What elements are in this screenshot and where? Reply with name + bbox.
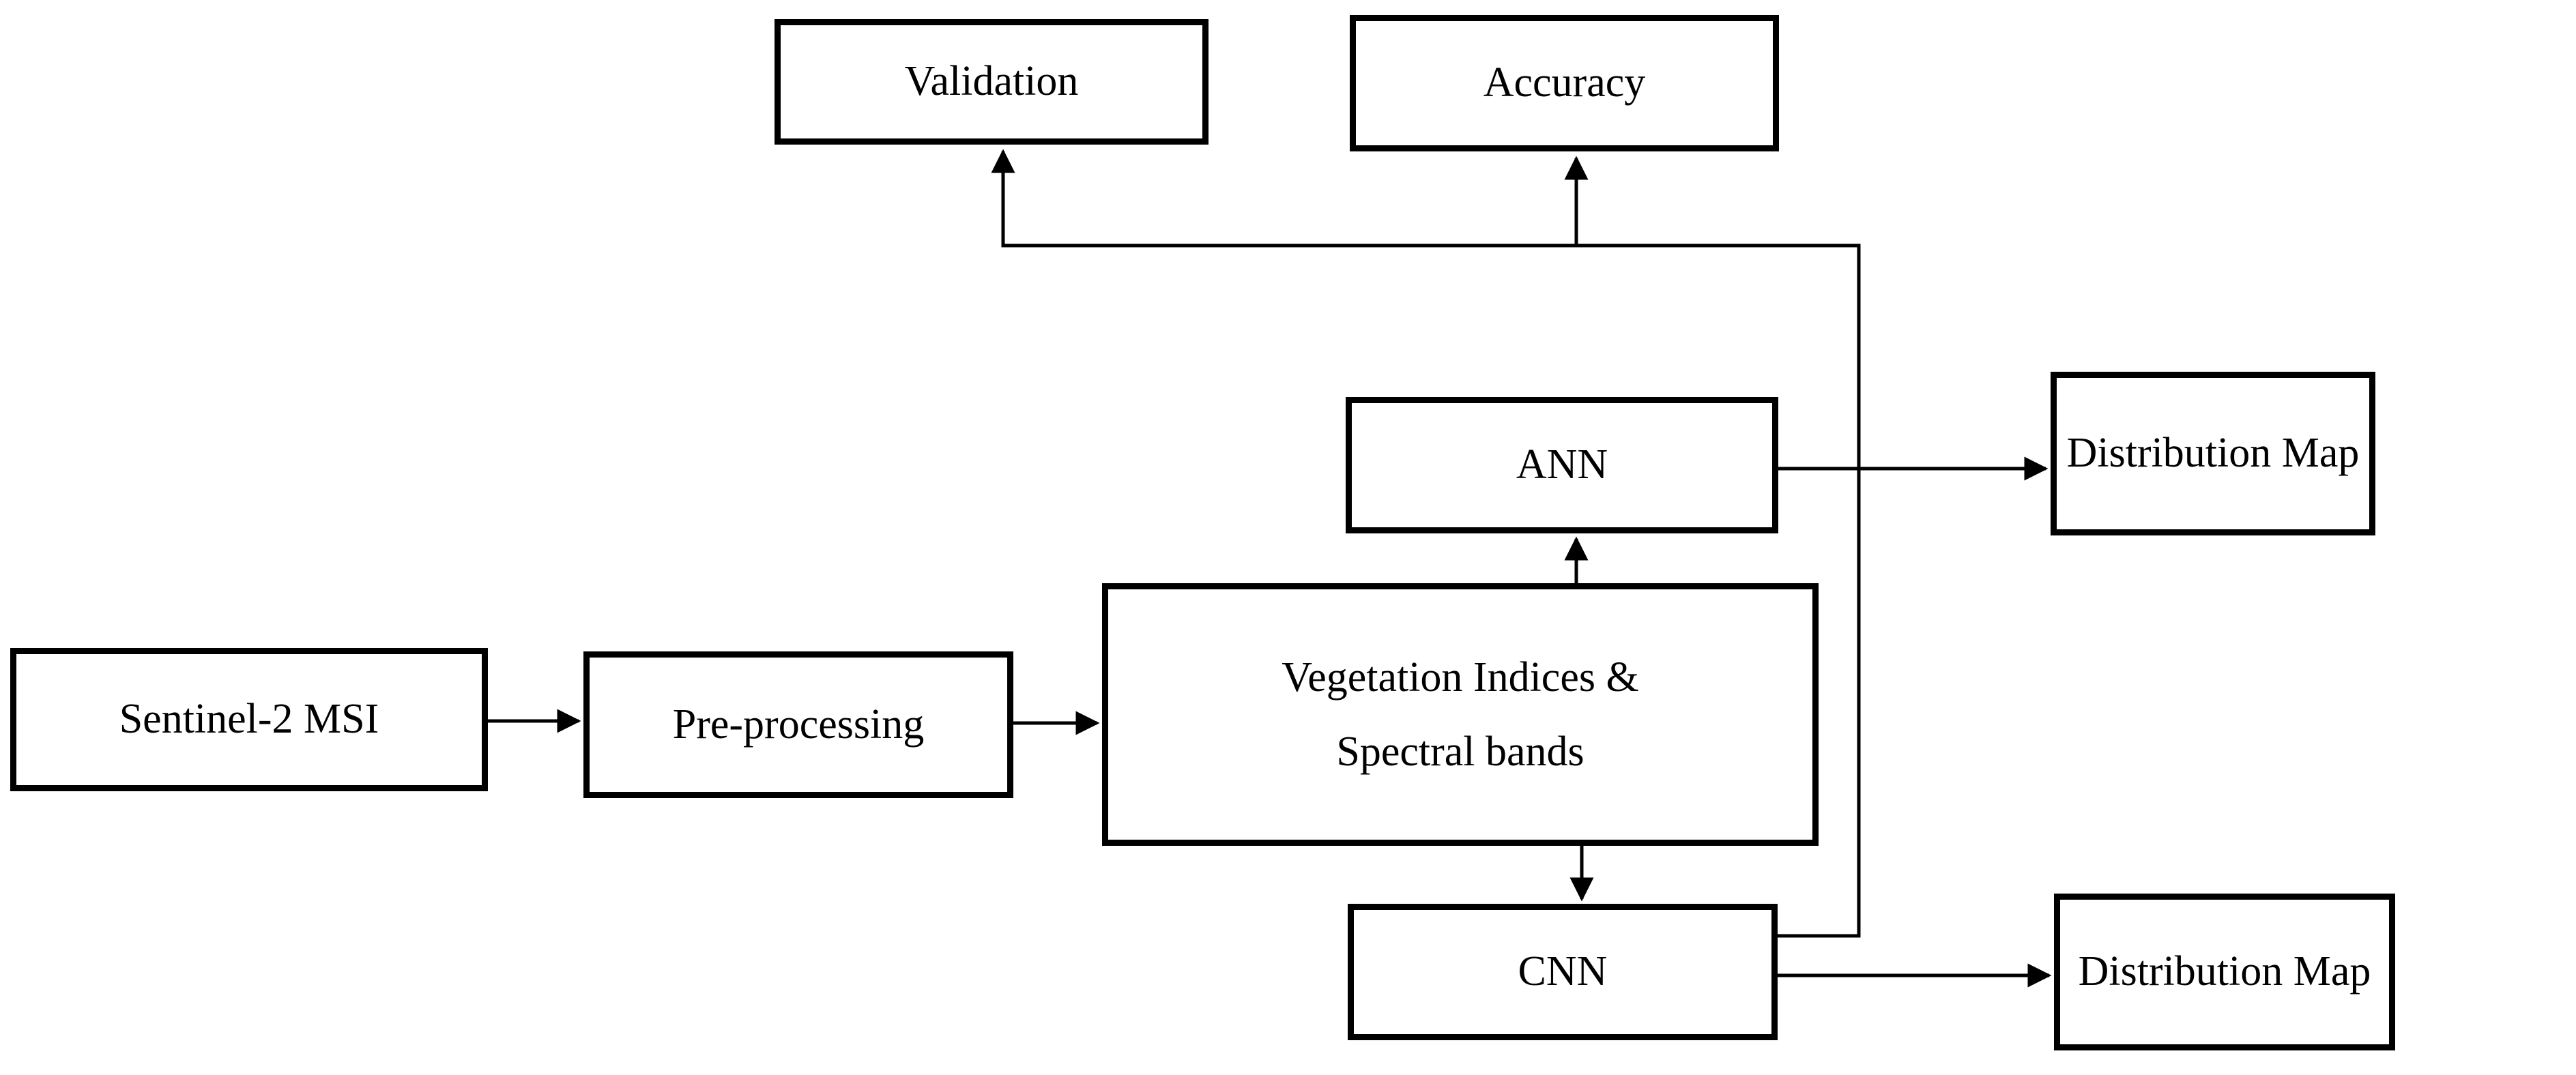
node-distribution-map-bottom: Distribution Map xyxy=(2054,894,2395,1050)
node-accuracy: Accuracy xyxy=(1350,15,1779,151)
node-label-cnn: CNN xyxy=(1518,948,1608,995)
node-ann: ANN xyxy=(1346,397,1778,533)
node-vegetation-indices-spectral-bands: Vegetation Indices & Spectral bands xyxy=(1102,583,1819,846)
node-label-validation: Validation xyxy=(904,58,1079,105)
node-label-pre-processing: Pre-processing xyxy=(672,701,925,748)
node-label-distribution-map-top: Distribution Map xyxy=(2066,430,2360,477)
node-pre-processing: Pre-processing xyxy=(583,651,1013,798)
node-label-vegetation-indices-spectral-bands: Vegetation Indices & Spectral bands xyxy=(1282,654,1639,775)
node-sentinel-2-msi: Sentinel-2 MSI xyxy=(10,648,488,791)
node-validation: Validation xyxy=(775,19,1209,145)
node-label-sentinel-2-msi: Sentinel-2 MSI xyxy=(119,696,379,743)
node-distribution-map-top: Distribution Map xyxy=(2051,372,2375,535)
node-label-accuracy: Accuracy xyxy=(1483,59,1646,106)
node-cnn: CNN xyxy=(1348,904,1778,1040)
node-label-distribution-map-bottom: Distribution Map xyxy=(2078,948,2371,995)
node-label-ann: ANN xyxy=(1516,441,1608,488)
